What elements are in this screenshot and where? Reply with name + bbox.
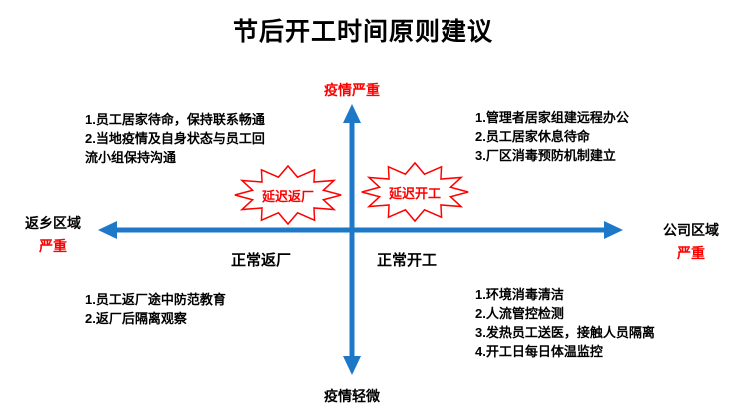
axis-label-company-region-severe: 严重 [677,245,705,261]
starburst-icon [234,164,342,226]
quadrant-line: 3.发热员工送医，接触人员隔离 [475,325,655,340]
arrow-down-icon [343,356,361,375]
quadrant-line: 1.环境消毒清洁 [475,287,564,302]
quadrant-line: 4.开工日每日体温监控 [475,344,603,359]
burst-delay-start: 延迟开工 [360,161,470,223]
quadrant-line: 2.员工居家休息待命 [475,129,590,144]
axis-label-home-region: 返乡区域 严重 [8,213,98,256]
quadrant-line: 流小组保持沟通 [85,150,177,165]
quadrant-line: 2.当地疫情及自身状态与员工回 [85,131,265,146]
axis-label-epidemic-severe: 疫情严重 [324,82,380,98]
axis-label-epidemic-mild: 疫情轻微 [324,388,380,404]
quadrant-line: 1.员工返厂途中防范教育 [85,292,226,307]
label-normal-return: 正常返厂 [231,252,292,269]
arrow-right-icon [604,221,623,239]
page-title: 节后开工时间原则建议 [232,18,493,46]
quadrant-line: 1.员工居家待命，保持联系畅通 [85,112,265,127]
axis-label-home-region-severe: 严重 [39,238,67,254]
quadrant-top-left: 1.员工居家待命，保持联系畅通 2.当地疫情及自身状态与员工回 流小组保持沟通 [85,110,315,167]
quadrant-line: 3.厂区消毒预防机制建立 [475,148,616,163]
quadrant-top-right: 1.管理者居家组建远程办公 2.员工居家休息待命 3.厂区消毒预防机制建立 [475,108,715,165]
arrow-up-icon [343,104,361,123]
label-normal-start: 正常开工 [377,252,438,269]
quadrant-bottom-right: 1.环境消毒清洁 2.人流管控检测 3.发热员工送医，接触人员隔离 4.开工日每… [475,285,725,361]
axis-label-home-region-name: 返乡区域 [25,215,81,231]
burst-delay-return-label: 延迟返厂 [261,188,314,204]
burst-delay-start-label: 延迟开工 [388,185,441,201]
quadrant-line: 2.返厂后隔离观察 [85,311,187,326]
starburst-icon [361,161,469,223]
axis-label-company-region: 公司区域 严重 [643,220,739,263]
quadrant-line: 1.管理者居家组建远程办公 [475,110,629,125]
arrow-left-icon [98,221,117,239]
axis-label-company-region-name: 公司区域 [663,222,719,238]
burst-delay-return: 延迟返厂 [233,164,343,226]
quadrant-bottom-left: 1.员工返厂途中防范教育 2.返厂后隔离观察 [85,290,315,328]
quadrant-line: 2.人流管控检测 [475,306,564,321]
